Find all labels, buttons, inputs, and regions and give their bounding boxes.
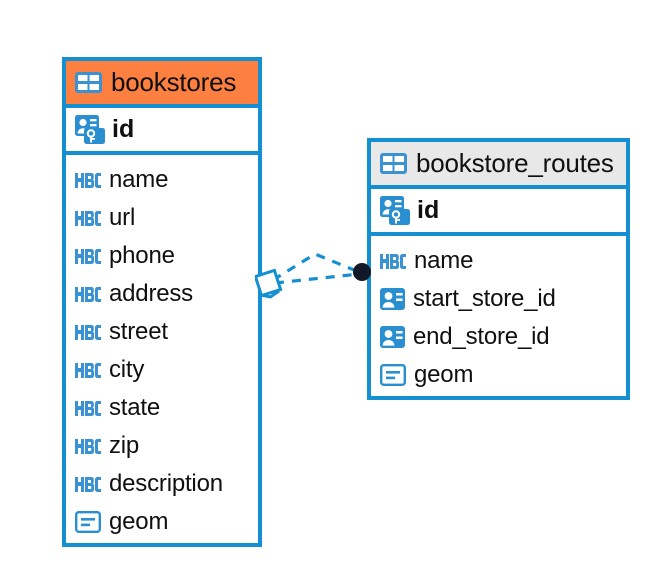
foreign-key-card-icon [380, 288, 405, 310]
field-label: geom [109, 508, 169, 535]
abc-text-icon [75, 476, 101, 492]
field-row[interactable]: description [66, 465, 258, 503]
field-label: street [109, 318, 168, 345]
table-grid-icon [75, 72, 102, 93]
table-grid-icon [380, 153, 407, 174]
entity-title: bookstores [111, 67, 237, 97]
abc-text-icon [75, 438, 101, 454]
primary-key-row-bookstores[interactable]: id [66, 108, 258, 155]
primary-key-card-icon [75, 115, 105, 144]
entity-title: bookstore_routes [416, 148, 614, 178]
primary-key-label: id [112, 115, 135, 143]
field-label: end_store_id [413, 323, 550, 350]
abc-text-icon [75, 248, 101, 264]
relationship-line-arc [272, 252, 360, 282]
entity-header-bookstore-routes[interactable]: bookstore_routes [371, 142, 626, 189]
field-label: geom [414, 361, 474, 388]
relationship-line-straight [274, 272, 360, 285]
field-row[interactable]: start_store_id [371, 280, 626, 318]
field-label: url [109, 204, 136, 231]
field-row[interactable]: phone [66, 237, 258, 275]
field-label: description [109, 470, 223, 497]
abc-text-icon [380, 253, 406, 269]
field-row[interactable]: end_store_id [371, 318, 626, 356]
field-label: phone [109, 242, 175, 269]
primary-key-row-bookstore-routes[interactable]: id [371, 189, 626, 236]
field-row[interactable]: zip [66, 427, 258, 465]
field-row[interactable]: geom [66, 503, 258, 541]
field-row[interactable]: name [371, 242, 626, 280]
field-label: city [109, 356, 145, 383]
primary-key-card-icon [380, 196, 410, 225]
entity-bookstore-routes[interactable]: bookstore_routes id [367, 138, 630, 400]
abc-text-icon [75, 324, 101, 340]
abc-text-icon [75, 400, 101, 416]
field-row[interactable]: url [66, 199, 258, 237]
field-row[interactable]: address [66, 275, 258, 313]
entity-header-bookstores[interactable]: bookstores [66, 61, 258, 108]
abc-text-icon [75, 172, 101, 188]
entity-bookstores[interactable]: bookstores id [62, 57, 262, 547]
field-label: name [109, 166, 169, 193]
field-label: zip [109, 432, 140, 459]
field-list-bookstore-routes: name start_store_id [371, 236, 626, 398]
geometry-box-icon [380, 364, 406, 386]
relationship-connector[interactable] [255, 243, 380, 308]
field-row[interactable]: geom [371, 356, 626, 394]
field-row[interactable]: name [66, 161, 258, 199]
abc-text-icon [75, 362, 101, 378]
geometry-box-icon [75, 511, 101, 533]
field-row[interactable]: city [66, 351, 258, 389]
foreign-key-card-icon [380, 326, 405, 348]
abc-text-icon [75, 210, 101, 226]
field-row[interactable]: street [66, 313, 258, 351]
abc-text-icon [75, 286, 101, 302]
primary-key-label: id [417, 196, 440, 224]
field-label: state [109, 394, 161, 421]
field-label: name [414, 247, 474, 274]
field-label: start_store_id [413, 285, 556, 312]
field-list-bookstores: name url phone [66, 155, 258, 545]
field-label: address [109, 280, 193, 307]
field-row[interactable]: state [66, 389, 258, 427]
